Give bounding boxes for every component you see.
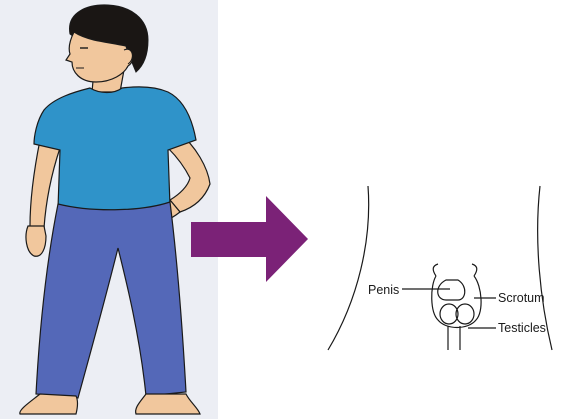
label-testicles: Testicles xyxy=(498,321,546,335)
label-penis: Penis xyxy=(368,283,399,297)
left-hand xyxy=(26,226,46,256)
penis-shape xyxy=(438,280,465,300)
testicle-right xyxy=(456,304,474,324)
crease-right xyxy=(472,264,477,276)
crease-left xyxy=(433,264,438,276)
left-hip-line xyxy=(328,186,369,350)
testicle-left xyxy=(440,304,458,324)
label-scrotum: Scrotum xyxy=(498,291,545,305)
person-illustration xyxy=(0,0,218,419)
